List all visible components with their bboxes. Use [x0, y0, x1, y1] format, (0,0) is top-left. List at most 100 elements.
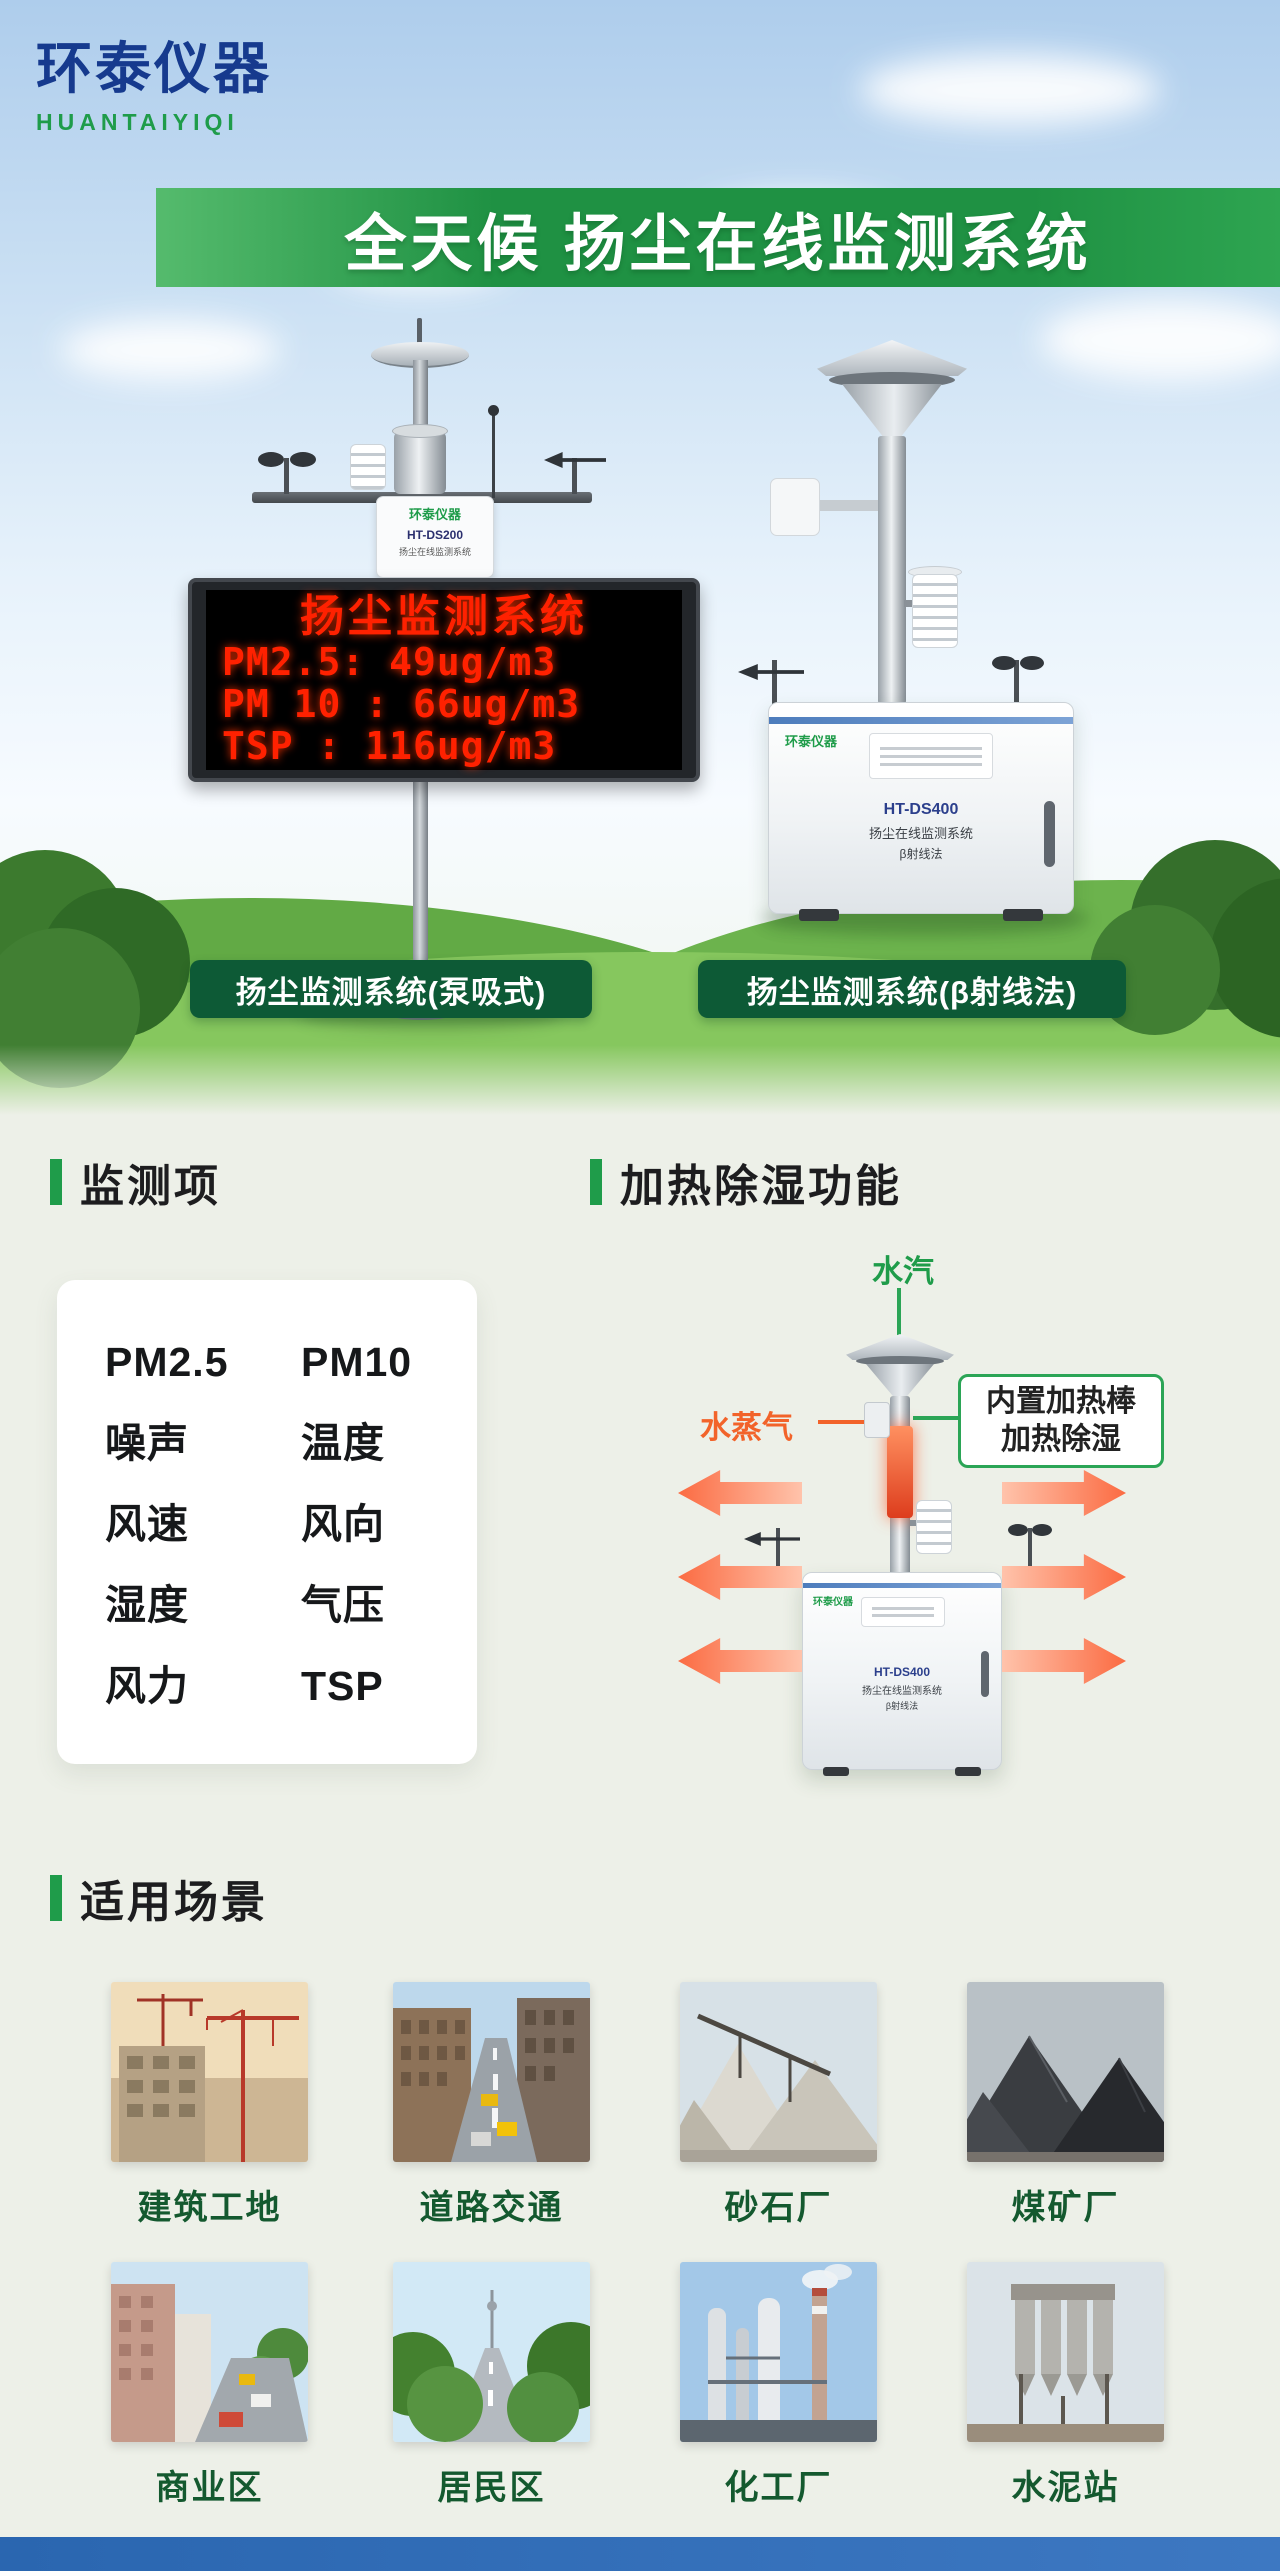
footer-bar	[0, 2537, 1280, 2571]
scene-card: 建筑工地	[111, 1982, 308, 2229]
heat-arrow-right	[1002, 1554, 1126, 1600]
sampling-tube	[878, 436, 906, 704]
section-title-text: 加热除湿功能	[620, 1162, 902, 1211]
monitoring-section-title: 监测项	[50, 1150, 221, 1214]
heating-rod	[887, 1426, 913, 1518]
scene-card: 居民区	[393, 2262, 590, 2509]
cabinet-foot	[955, 1767, 981, 1776]
anemometer-cup-icon	[1020, 656, 1044, 670]
monitoring-item: 风速	[105, 1501, 189, 1547]
section-title-text: 监测项	[80, 1162, 221, 1211]
monitoring-item: TSP	[301, 1663, 384, 1709]
rain-collector	[394, 430, 446, 494]
anemometer-cup-icon	[290, 452, 316, 467]
scene-photo-gravel-plant	[680, 1982, 877, 2162]
device-name-label: 扬尘在线监测系统	[862, 1686, 942, 1697]
monitoring-card: PM2.5 PM10 噪声 温度 风速 风向 湿度 气压 风力 TSP	[57, 1280, 477, 1764]
scene-label: 建筑工地	[137, 2189, 282, 2227]
device-name-label: 扬尘在线监测系统	[868, 826, 973, 841]
wind-vane-mast	[772, 660, 777, 704]
cabinet-blue-strip	[769, 717, 1073, 724]
lightning-rod	[417, 318, 422, 348]
cabinet-foot	[1003, 909, 1043, 921]
scene-label: 化工厂	[724, 2469, 833, 2507]
cloud	[860, 55, 1160, 125]
heat-arrow-right	[1002, 1638, 1126, 1684]
device-cabinet: 环泰仪器 HT-DS400 扬尘在线监测系统 β射线法	[768, 702, 1074, 921]
monitoring-item: 风向	[301, 1501, 385, 1547]
device-brand-label: 环泰仪器	[813, 1597, 853, 1608]
monitoring-item: PM2.5	[105, 1339, 229, 1385]
scene-label: 煤矿厂	[1011, 2189, 1120, 2227]
inlet-funnel	[866, 1364, 934, 1398]
label-sticker	[869, 733, 993, 779]
wind-vane-icon	[744, 1532, 800, 1546]
scene-label: 居民区	[437, 2469, 546, 2507]
accent-bar	[590, 1159, 602, 1205]
device-name-label: 扬尘在线监测系统	[398, 547, 471, 557]
title-banner: 全天候 扬尘在线监测系统	[156, 188, 1280, 287]
callout-leader-line	[913, 1416, 958, 1420]
scene-photo-residential-area	[393, 2262, 590, 2442]
scene-photo-cement-station	[967, 2262, 1164, 2442]
flow-connector	[820, 500, 878, 511]
accent-bar	[50, 1875, 62, 1921]
shield-arm	[904, 600, 914, 607]
rain-cap-underside	[856, 1356, 944, 1366]
section-title-text: 适用场景	[80, 1878, 268, 1927]
anemometer-cup-icon	[1008, 1524, 1028, 1536]
device-brand-label: 环泰仪器	[785, 734, 838, 749]
scene-label: 商业区	[155, 2469, 264, 2507]
anemometer-cup-icon	[258, 452, 284, 467]
led-line-pm10: PM 10 : 66ug/m3	[222, 682, 581, 726]
callout-line: 内置加热棒	[986, 1385, 1136, 1418]
anemometer-mast	[1014, 660, 1019, 704]
scene-card: 商业区	[111, 2262, 308, 2509]
scene-card: 化工厂	[680, 2262, 877, 2509]
wind-vane-mast	[572, 458, 577, 494]
scene-photo-construction-site	[111, 1982, 308, 2162]
device-model-label: HT-DS400	[883, 801, 959, 818]
controller-box: 环泰仪器 HT-DS200 扬尘在线监测系统	[376, 496, 494, 578]
monitoring-item: 气压	[301, 1582, 385, 1628]
cabinet-foot	[823, 1767, 849, 1776]
heater-callout: 内置加热棒 加热除湿	[958, 1374, 1164, 1468]
scene-card: 水泥站	[967, 2262, 1164, 2509]
callout-line: 加热除湿	[1001, 1423, 1121, 1456]
scene-card: 砂石厂	[680, 1982, 877, 2229]
radiation-shield	[350, 444, 386, 490]
led-display: 扬尘监测系统 PM2.5: 49ug/m3 PM 10 : 66ug/m3 TS…	[188, 578, 700, 782]
shield-arm	[910, 1520, 918, 1526]
scene-label: 水泥站	[1011, 2469, 1120, 2507]
cabinet-handle	[981, 1651, 989, 1697]
caption-beta-ray: 扬尘监测系统(β射线法)	[698, 960, 1126, 1018]
led-line-pm25: PM2.5: 49ug/m3	[222, 640, 557, 684]
device-method-label: β射线法	[899, 847, 943, 861]
collector-lip	[392, 424, 448, 438]
device-method-label: β射线法	[885, 1701, 919, 1711]
cabinet-foot	[799, 909, 839, 921]
led-screen: 扬尘监测系统 PM2.5: 49ug/m3 PM 10 : 66ug/m3 TS…	[206, 590, 682, 770]
anemometer-mast	[1028, 1528, 1032, 1572]
scene-photo-road-traffic	[393, 1982, 590, 2162]
caption-pump-suction: 扬尘监测系统(泵吸式)	[190, 960, 592, 1018]
scene-card: 道路交通	[393, 1982, 590, 2229]
cabinet-handle	[1044, 801, 1055, 867]
device-cabinet: 环泰仪器 HT-DS400 扬尘在线监测系统 β射线法	[802, 1572, 1002, 1776]
brand-name-en: HUANTAIYIQI	[36, 109, 239, 135]
heat-arrow-left	[678, 1638, 802, 1684]
monitoring-item: 噪声	[105, 1420, 189, 1466]
brand-name-cn: 环泰仪器	[36, 37, 272, 100]
cloud	[60, 320, 280, 380]
accent-bar	[50, 1159, 62, 1205]
heat-arrow-right	[1002, 1470, 1126, 1516]
led-title: 扬尘监测系统	[300, 591, 588, 642]
device-model-label: HT-DS400	[873, 1665, 931, 1679]
cabinet-text: HT-DS400 扬尘在线监测系统 β射线法	[769, 801, 1073, 862]
steam-label: 水蒸气	[700, 1410, 793, 1445]
anemometer-cup-icon	[992, 656, 1016, 670]
anemometer-mast	[284, 458, 289, 494]
antenna-knob	[488, 405, 499, 416]
wind-vane-mast	[776, 1528, 780, 1572]
cabinet-text: HT-DS400 扬尘在线监测系统 β射线法	[803, 1665, 1001, 1712]
